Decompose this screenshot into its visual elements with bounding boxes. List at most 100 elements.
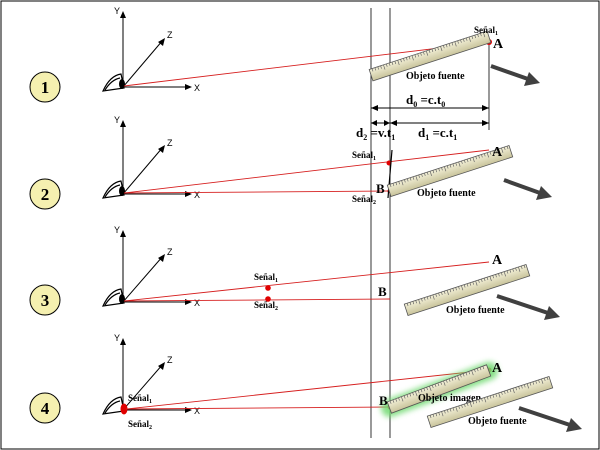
light-ray-a (123, 149, 490, 194)
ruler-tick (443, 290, 446, 295)
signal-1-label: Señal1 (352, 150, 376, 162)
ruler-tick (449, 164, 452, 168)
ruler-tick (398, 397, 400, 401)
ruler-tick (397, 60, 400, 66)
eye-icon (102, 288, 125, 307)
ruler-tick (421, 298, 423, 302)
d2-label: d2 =v.t1 (356, 125, 395, 142)
light-ray-b (123, 298, 391, 302)
ruler-tick (448, 378, 451, 382)
point-b-label: B (376, 181, 385, 196)
x-axis-label: X (194, 83, 200, 93)
ruler-tick (389, 184, 392, 188)
ruler-tick (492, 394, 495, 398)
ruler-tick (455, 287, 457, 291)
ruler-tick (515, 267, 517, 271)
light-ray-b (123, 190, 391, 194)
ruler-tick (406, 178, 409, 182)
eye-icon (102, 180, 125, 199)
ruler-tick (441, 291, 443, 295)
point-b-label: B (379, 393, 388, 408)
ruler-tick (444, 166, 447, 172)
y-axis-label: Y (114, 115, 120, 125)
signal-1-label: Señal1 (128, 393, 152, 405)
ruler-tick (406, 303, 409, 307)
ruler-tick (394, 61, 397, 65)
panel-1: 1 Y X Z Objeto fuente Señal1 A (29, 6, 540, 103)
ruler-tick (521, 385, 523, 389)
d0-label: d0 =c.t0 (406, 92, 445, 109)
ruler-tick (478, 155, 480, 159)
ruler-tick (457, 375, 460, 381)
eye-icon (102, 73, 125, 92)
ruler-tick (518, 386, 520, 390)
ruler-tick (424, 172, 426, 176)
ruler-tick (411, 55, 414, 61)
ruler-tick (401, 180, 404, 186)
ruler-tick (466, 402, 469, 407)
ruler-tick (495, 149, 497, 153)
image-object (381, 362, 498, 417)
ruler-tick (451, 42, 454, 46)
ruler-tick (465, 37, 468, 41)
point-a-label: A (492, 145, 503, 160)
ruler-tick (476, 368, 479, 372)
ruler-tick (458, 405, 460, 409)
ruler-tick (452, 288, 455, 292)
panel-3: 3 Y X Z Objeto fuente Señal1 Señal2 (29, 225, 560, 320)
ruler-tick (429, 171, 432, 177)
ruler-tick (380, 65, 382, 69)
ruler-tick (438, 292, 440, 296)
ruler-tick (481, 398, 483, 402)
ruler-tick (446, 165, 449, 169)
x-axis-label: X (194, 406, 200, 416)
ruler-tick (405, 57, 408, 61)
ruler-tick (475, 156, 477, 160)
ruler-tick (461, 160, 463, 164)
ruler-tick (423, 297, 426, 301)
source-ruler (368, 30, 492, 82)
ruler-tick (457, 40, 459, 44)
ruler-tick (418, 299, 421, 305)
ruler-tick (501, 147, 504, 153)
x-axis-label: X (194, 190, 200, 200)
ruler-tick (495, 393, 498, 397)
ruler-tick (389, 400, 392, 404)
ruler-tick (489, 151, 492, 155)
ruler-tick (451, 377, 454, 381)
motion-arrow (503, 178, 552, 200)
ruler-tick (437, 382, 440, 386)
panel-number-circle (29, 392, 61, 424)
z-axis (122, 255, 164, 303)
panel-number: 4 (41, 399, 50, 418)
z-axis-label: Z (167, 355, 173, 365)
ruler-tick (483, 278, 486, 282)
ruler-tick (468, 371, 471, 375)
signal-2-label: Señal2 (128, 419, 152, 431)
ruler-tick (469, 158, 472, 162)
ruler-tick (468, 36, 471, 42)
ruler-tick (535, 380, 537, 384)
ruler-tick (426, 387, 428, 391)
ruler-tick (412, 301, 415, 305)
ruler-tick (462, 373, 465, 377)
ruler-tick (492, 275, 494, 279)
ruler-tick (426, 296, 429, 300)
ruler-tick (466, 159, 469, 163)
ruler-tick (503, 146, 506, 151)
ruler-tick (404, 179, 406, 183)
ruler-tick (489, 395, 492, 399)
ruler-tick (421, 173, 423, 177)
ruler-tick (417, 390, 420, 394)
ruler-tick (392, 399, 395, 403)
ruler-tick (412, 392, 414, 396)
ruler-tick (463, 159, 466, 164)
panel-number: 2 (41, 185, 50, 204)
ruler-tick (406, 394, 409, 398)
ruler-tick (465, 372, 468, 376)
ruler-tick (398, 181, 400, 185)
d1-label: d1 =c.t1 (418, 125, 457, 142)
ruler-tick (480, 278, 483, 283)
